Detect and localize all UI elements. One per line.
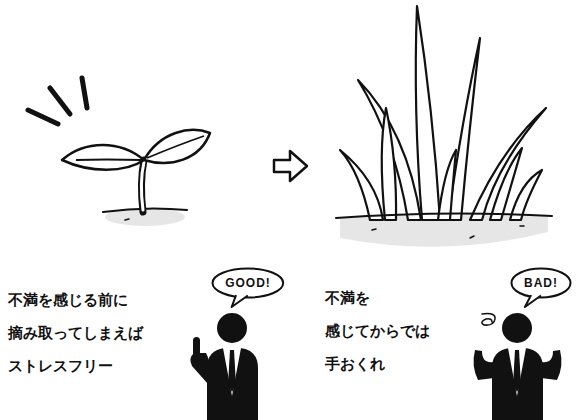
caption-text: 不満を 感じてからでは 手おくれ	[325, 282, 439, 381]
emphasis-line	[50, 88, 70, 114]
leaf-vein	[147, 136, 204, 158]
grass-blade	[470, 108, 546, 220]
grass-blade	[382, 108, 396, 220]
arm	[190, 353, 210, 384]
confusion-spiral	[482, 314, 495, 326]
speech-bubble: GOOD!	[211, 267, 285, 299]
emphasis-lines	[28, 78, 87, 124]
bubble-text: BAD!	[524, 276, 558, 290]
sprout-leaf	[144, 130, 210, 163]
ground-tick	[125, 219, 129, 220]
caption-text: 不満を感じる前に 摘み取ってしまえば ストレスフリー	[8, 284, 152, 383]
leaf-vein	[76, 159, 142, 161]
speech-bubble: BAD!	[510, 267, 572, 299]
ground-tick	[520, 225, 524, 227]
sprout-stem	[142, 160, 144, 212]
thumb-up	[193, 337, 200, 356]
shirt	[508, 348, 526, 396]
bubble-tail	[232, 295, 248, 307]
necktie	[228, 350, 236, 392]
grass-clump	[340, 6, 546, 220]
emphasis-line	[82, 78, 87, 108]
person-body	[492, 348, 543, 420]
shirt	[223, 348, 241, 396]
outline-arrow	[274, 151, 307, 181]
grass-blade	[490, 148, 522, 220]
shrug-arm	[541, 350, 561, 380]
grass-blade	[510, 170, 542, 220]
grass-blade	[340, 150, 383, 220]
necktie	[513, 350, 521, 392]
shrug-arm	[474, 350, 494, 380]
bubble-tail	[525, 295, 541, 307]
emphasis-line	[28, 110, 58, 124]
sprout-stem-inner	[142, 162, 144, 210]
bubble-text: GOOD!	[225, 276, 271, 290]
ground-tick	[470, 236, 474, 238]
ground-tick	[372, 229, 376, 230]
grass-blade	[438, 150, 456, 220]
ground-line	[336, 213, 552, 218]
grass-blade	[416, 6, 440, 220]
sprout-leaf	[62, 145, 144, 170]
bubble-ellipse	[512, 269, 571, 298]
ground-ticks	[125, 219, 524, 238]
bubble-ellipse	[213, 269, 284, 298]
person-body	[207, 348, 258, 420]
grass-blade	[358, 80, 421, 220]
person-head	[217, 313, 247, 343]
person-head	[502, 313, 532, 343]
